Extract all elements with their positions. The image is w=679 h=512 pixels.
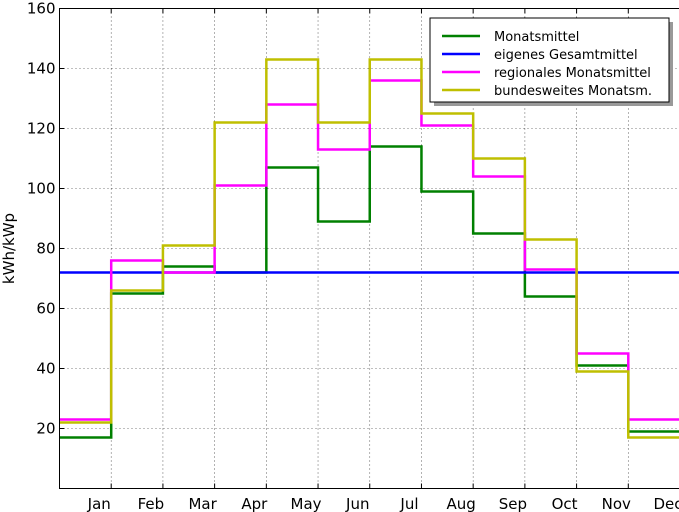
x-tick-label: Aug [447,495,476,512]
x-tick-label: Nov [602,495,631,512]
x-tick-label: Sep [499,495,527,512]
x-tick-label: May [291,495,322,512]
axis-ticks: Jan Feb Mar Apr May Jun Jul Aug Sep Oct Nov Dec 20 40… [27,0,679,512]
series-line [59,58,679,439]
legend: Monatsmittel eigenes Gesamtmittel regional… [429,17,673,106]
x-tick-label: Jan [87,495,111,512]
x-tick-label: Mar [188,495,217,512]
legend-box [429,17,670,103]
x-tick-label: Dec [653,495,679,512]
legend-label: regionales Monatsmittel [494,66,651,81]
y-tick-label: 140 [27,60,56,78]
y-tick-label: 60 [36,300,55,318]
series-layer [59,58,679,439]
x-tick-label: Apr [241,495,268,512]
legend-label: eigenes Gesamtmittel [494,48,638,63]
y-tick-label: 40 [36,360,55,378]
y-tick-label: 160 [27,0,56,18]
x-tick-label: Feb [138,495,165,512]
x-tick-label: Jun [345,495,369,512]
y-axis-label: kWh/kWp [0,213,18,284]
legend-label: bundesweites Monatsm. [494,84,652,99]
y-tick-label: 120 [27,120,56,138]
x-tick-label: Jul [399,495,418,512]
y-tick-label: 20 [36,420,55,438]
legend-label: Monatsmittel [494,30,579,45]
y-tick-label: 80 [36,240,55,258]
y-tick-label: 100 [27,180,56,198]
x-tick-label: Oct [552,495,578,512]
